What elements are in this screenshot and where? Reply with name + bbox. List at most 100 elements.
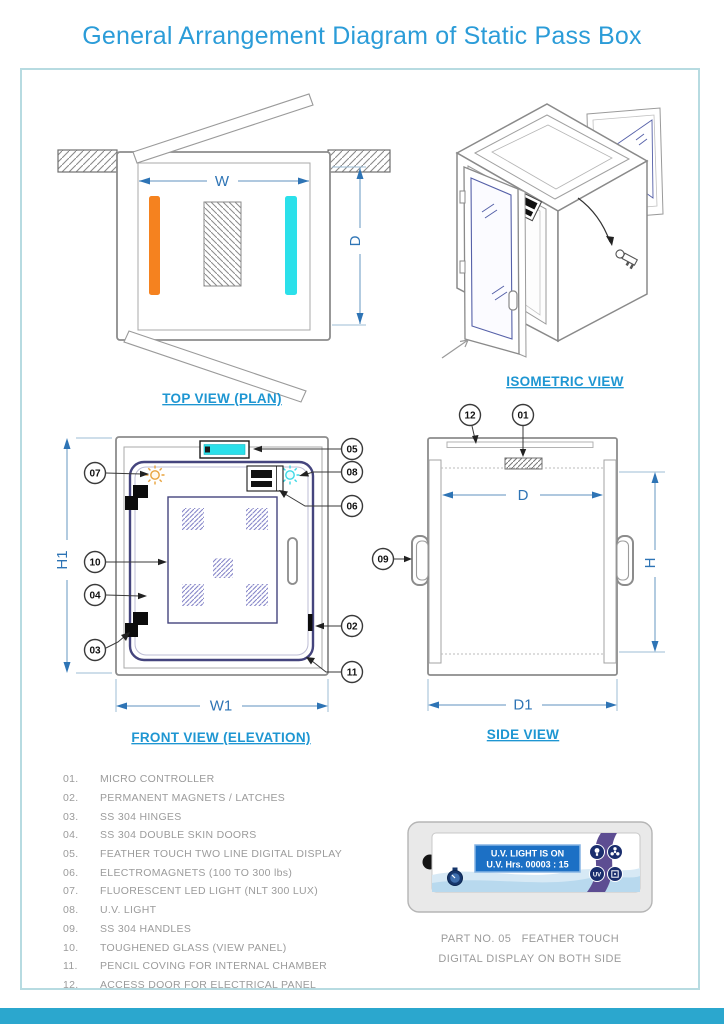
svg-text:10: 10 — [89, 558, 101, 569]
callout-02: 02 — [315, 614, 364, 638]
bulb-button[interactable] — [589, 844, 605, 860]
legend-item: 08.U.V. LIGHT — [63, 904, 157, 917]
content-frame — [20, 68, 700, 990]
electromagnet-assembly — [246, 465, 284, 492]
svg-text:05: 05 — [346, 445, 358, 456]
legend-item: 01.MICRO CONTROLLER — [63, 773, 215, 786]
isometric-view-label: ISOMETRIC VIEW — [506, 374, 623, 389]
digital-display-bar — [199, 440, 250, 459]
dim-w1-label: W1 — [210, 698, 233, 715]
legend-item: 12.ACCESS DOOR FOR ELECTRICAL PANEL — [63, 978, 317, 991]
legend-item: 04.SS 304 DOUBLE SKIN DOORS — [63, 829, 257, 842]
door-frame-inner — [134, 466, 309, 656]
callout-09: 09 — [371, 547, 412, 571]
top-view-label: TOP VIEW (PLAN) — [162, 391, 282, 406]
controller-block — [203, 201, 242, 287]
cabinet-body — [427, 437, 618, 676]
magnet-latch — [308, 614, 313, 631]
legend-list: 01.MICRO CONTROLLER 02.PERMANENT MAGNETS… — [63, 770, 408, 994]
svg-text:02: 02 — [346, 622, 358, 633]
door-release-button[interactable] — [607, 866, 623, 882]
door-handle — [287, 537, 298, 585]
dim-d-label: D — [518, 487, 529, 504]
hinge-top — [125, 485, 148, 510]
callout-06: 06 — [279, 490, 364, 518]
timer-icon — [447, 867, 463, 886]
handle-left — [411, 535, 429, 586]
svg-text:09: 09 — [377, 555, 389, 566]
wall-section-right — [327, 149, 391, 173]
open-glass-door — [459, 166, 527, 358]
access-door-line — [446, 441, 594, 448]
footer-bar — [0, 1008, 724, 1024]
part-note-line1: PART NO. 05 FEATHER TOUCH — [440, 933, 620, 945]
svg-text:06: 06 — [346, 502, 358, 513]
side-view-diagram: D H D1 12 01 09 SIDE VIEW — [371, 403, 665, 742]
legend-item: 05.FEATHER TOUCH TWO LINE DIGITAL DISPLA… — [63, 848, 343, 861]
door-edge-panels — [428, 459, 617, 664]
fluorescent-light-bar — [149, 196, 160, 295]
dimension-d-inner: D — [442, 487, 603, 504]
open-door-bottom — [123, 330, 307, 403]
legend-item: 10.TOUGHENED GLASS (VIEW PANEL) — [63, 941, 287, 954]
lcd-line2: U.V. Hrs. 00003 : 15 — [486, 860, 568, 870]
callout-11: 11 — [306, 657, 364, 684]
callout-08: 08 — [299, 460, 364, 484]
fan-button[interactable] — [607, 844, 623, 860]
svg-text:11: 11 — [347, 668, 358, 679]
uv-button[interactable]: UV — [589, 866, 605, 882]
lcd-screen: U.V. LIGHT IS ON U.V. Hrs. 00003 : 15 — [474, 844, 581, 873]
svg-text:04: 04 — [89, 591, 101, 602]
legend-item: 02.PERMANENT MAGNETS / LATCHES — [63, 792, 286, 805]
dim-d-label: D — [347, 235, 364, 246]
display-panel: U.V. LIGHT IS ON U.V. Hrs. 00003 : 15 UV — [407, 821, 653, 913]
svg-text:12: 12 — [464, 411, 476, 422]
dimension-d1: D1 — [427, 679, 618, 714]
key-lock-detail — [577, 197, 639, 270]
dim-d1-label: D1 — [513, 697, 532, 714]
door-frame — [128, 460, 315, 662]
svg-text:01: 01 — [517, 411, 529, 422]
micro-controller-block — [504, 457, 543, 470]
page-title: General Arrangement Diagram of Static Pa… — [82, 22, 642, 50]
open-door-top — [132, 93, 314, 164]
callout-07: 07 — [83, 461, 149, 485]
dim-h-label: H — [642, 558, 659, 569]
dimension-w: W — [139, 173, 309, 190]
svg-text:UV: UV — [593, 873, 601, 879]
svg-text:08: 08 — [346, 468, 358, 479]
callout-04: 04 — [83, 583, 147, 607]
isometric-diagram: ISOMETRIC VIEW — [441, 103, 664, 389]
dim-h1-label: H1 — [54, 550, 71, 569]
part-note: PART NO. 05 FEATHER TOUCH DIGITAL DISPLA… — [400, 929, 660, 969]
callout-12: 12 — [458, 403, 482, 444]
door-handle — [508, 290, 518, 311]
dim-w-label: W — [215, 173, 230, 190]
front-view-label: FRONT VIEW (ELEVATION) — [131, 730, 310, 745]
wall-section-left — [57, 149, 118, 173]
legend-item: 06.ELECTROMAGNETS (100 TO 300 lbs) — [63, 866, 293, 879]
uv-light-bar — [285, 196, 297, 295]
side-view-label: SIDE VIEW — [487, 727, 559, 742]
legend-item: 09.SS 304 HANDLES — [63, 922, 192, 935]
dimension-h1: H1 — [54, 437, 112, 674]
callout-03: 03 — [83, 632, 130, 662]
front-view-diagram: H1 W1 — [54, 436, 364, 745]
legend-item: 11.PENCIL COVING FOR INTERNAL CHAMBER — [63, 960, 328, 973]
handle-right — [616, 535, 634, 586]
glass-view-panel — [167, 496, 278, 624]
dimension-h: H — [619, 471, 665, 653]
top-view-diagram: W D TOP VIEW (PLAN) — [57, 93, 391, 406]
led-light-icon — [145, 465, 165, 485]
dimension-d: D — [332, 166, 366, 326]
part-note-line2: DIGITAL DISPLAY ON BOTH SIDE — [438, 953, 622, 965]
lcd-line1: U.V. LIGHT IS ON — [491, 849, 564, 859]
callout-05: 05 — [253, 437, 364, 461]
callout-01: 01 — [511, 403, 535, 457]
svg-text:07: 07 — [89, 469, 101, 480]
legend-item: 03.SS 304 HINGES — [63, 810, 182, 823]
callout-10: 10 — [83, 550, 167, 574]
legend-item: 07.FLUORESCENT LED LIGHT (NLT 300 LUX) — [63, 885, 319, 898]
svg-text:03: 03 — [89, 646, 101, 657]
door-swing-arrow — [441, 339, 469, 359]
